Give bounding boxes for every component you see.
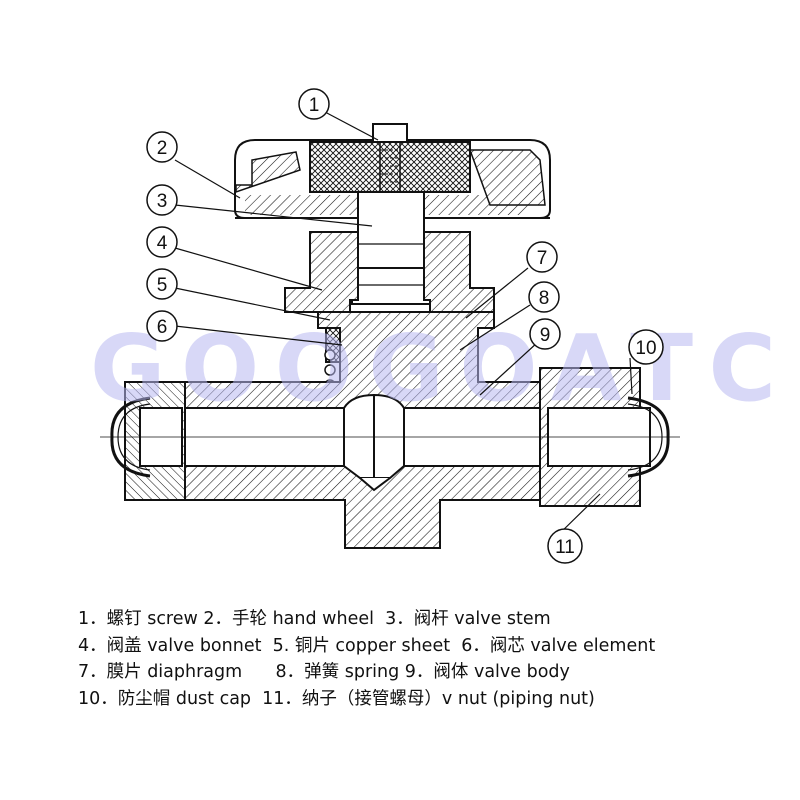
svg-text:1: 1: [309, 95, 320, 116]
callout-7: 7: [526, 241, 558, 273]
svg-text:8: 8: [539, 288, 550, 309]
callout-8: 8: [528, 281, 560, 313]
legend-line-2: 4．阀盖 valve bonnet 5. 铜片 copper sheet 6．阀…: [78, 635, 656, 656]
svg-text:7: 7: [537, 248, 548, 269]
valve-drawing: [100, 123, 680, 549]
svg-text:5: 5: [157, 275, 168, 296]
callout-2: 2: [146, 131, 178, 163]
callout-10: 10: [628, 329, 664, 365]
svg-text:6: 6: [157, 317, 168, 338]
svg-text:4: 4: [157, 233, 168, 254]
svg-text:9: 9: [540, 325, 551, 346]
callout-9: 9: [529, 318, 561, 350]
legend-line-4: 10．防尘帽 dust cap 11．纳子（接管螺母）v nut (piping…: [78, 688, 595, 709]
callout-3: 3: [146, 184, 178, 216]
valve-cross-section-diagram: GOOGOATC 1 2 3 4 5 6 7 8 9 10 11: [90, 88, 780, 564]
callout-11: 11: [547, 528, 583, 564]
callout-5: 5: [146, 268, 178, 300]
svg-text:10: 10: [635, 338, 656, 359]
callout-1: 1: [298, 88, 330, 120]
watermark: GOOGOATC: [90, 315, 780, 422]
screw: [372, 123, 408, 143]
callout-6: 6: [146, 310, 178, 342]
legend-line-1: 1．螺钉 screw 2．手轮 hand wheel 3．阀杆 valve st…: [78, 609, 551, 629]
callouts: 1 2 3 4 5 6 7 8 9 10 11: [146, 88, 664, 564]
svg-text:2: 2: [157, 138, 168, 159]
parts-legend: 1．螺钉 screw 2．手轮 hand wheel 3．阀杆 valve st…: [78, 606, 778, 712]
callout-4: 4: [146, 226, 178, 258]
legend-line-3: 7．膜片 diaphragm 8．弹簧 spring 9．阀体 valve bo…: [78, 662, 570, 682]
svg-text:3: 3: [157, 191, 168, 212]
svg-text:11: 11: [555, 537, 575, 558]
leader-lines: [174, 111, 633, 539]
valve-bonnet: [284, 231, 359, 313]
